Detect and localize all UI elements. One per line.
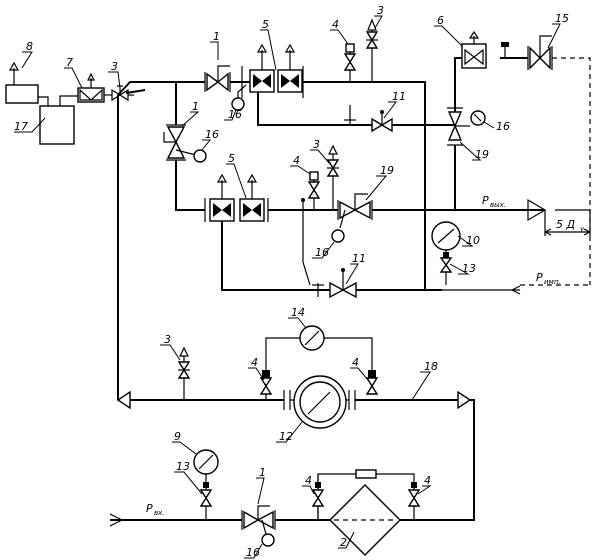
meter-line <box>116 325 472 429</box>
pressure-markers: P вых. P имп. P вх. <box>109 194 561 527</box>
label-9: 9 <box>174 430 181 443</box>
distance-label: 5 Д <box>556 218 575 231</box>
label-1-bypass: 1 <box>192 100 199 113</box>
filters-5-top <box>241 43 304 98</box>
label-18: 18 <box>424 360 438 373</box>
label-10: 10 <box>466 234 480 247</box>
label-16-left: 16 <box>205 128 219 141</box>
valve-1-top <box>204 65 247 111</box>
label-5-top: 5 <box>262 18 269 31</box>
label-11-top: 11 <box>392 90 406 103</box>
odorant-unit <box>5 61 134 145</box>
p-in-label: P <box>146 502 153 515</box>
dimension-5dy: 5 Д у <box>544 210 591 236</box>
label-4-top: 4 <box>332 18 339 31</box>
p-imp-sub: имп. <box>544 278 561 286</box>
valves-middle <box>301 144 373 286</box>
p-out-label: P <box>482 194 489 207</box>
p-in-sub: вх. <box>154 509 165 517</box>
label-16-mid: 16 <box>315 246 329 259</box>
label-4-mid: 4 <box>293 154 300 167</box>
label-16-bottom: 16 <box>246 546 260 559</box>
label-5-mid: 5 <box>228 152 235 165</box>
label-8: 8 <box>26 40 33 53</box>
label-4-filter-left: 4 <box>305 474 312 487</box>
label-6: 6 <box>437 14 444 27</box>
filters-5-middle <box>204 173 269 222</box>
label-2: 2 <box>340 536 347 549</box>
label-15: 15 <box>555 12 569 25</box>
gauge-16-bottom <box>261 533 275 547</box>
label-3-left: 3 <box>111 60 118 73</box>
valve-19-right <box>447 107 486 146</box>
callouts: 8 17 7 3 1 16 5 4 3 6 15 1 16 11 16 19 5… <box>14 4 569 559</box>
unit-17-tank <box>39 105 75 145</box>
label-19-right: 19 <box>475 148 489 161</box>
gauge-16-left <box>193 149 207 163</box>
distance-sub: у <box>579 225 585 233</box>
label-12: 12 <box>279 430 293 443</box>
label-11-bottom: 11 <box>352 252 366 265</box>
label-19-mid: 19 <box>380 164 394 177</box>
label-14: 14 <box>291 306 305 319</box>
valve-11-bottom <box>312 268 357 299</box>
valves-4-3-top <box>343 18 379 82</box>
valve-1-bypass <box>163 124 207 163</box>
label-7: 7 <box>66 56 73 69</box>
label-4-meter-right: 4 <box>352 356 359 369</box>
label-1-top: 1 <box>213 30 220 43</box>
unit-6-15 <box>461 30 553 70</box>
label-3-meter: 3 <box>164 333 171 346</box>
p-imp-label: P <box>536 271 543 284</box>
label-16-right: 16 <box>496 120 510 133</box>
label-3-mid: 3 <box>313 138 320 151</box>
inlet-line <box>193 449 421 556</box>
unit-8-box <box>5 84 39 104</box>
gauge-10 <box>431 221 461 285</box>
gauge-16-mid <box>331 229 345 243</box>
label-1-bottom: 1 <box>259 466 266 479</box>
label-4-filter-right: 4 <box>424 474 431 487</box>
label-17: 17 <box>14 120 28 133</box>
label-16-top: 16 <box>228 108 242 121</box>
label-13-top: 13 <box>462 262 476 275</box>
p-out-sub: вых. <box>490 201 506 209</box>
label-13-bottom: 13 <box>176 460 190 473</box>
valve-11-top <box>371 110 393 133</box>
label-4-meter-left: 4 <box>251 356 258 369</box>
label-3-top: 3 <box>377 4 384 17</box>
